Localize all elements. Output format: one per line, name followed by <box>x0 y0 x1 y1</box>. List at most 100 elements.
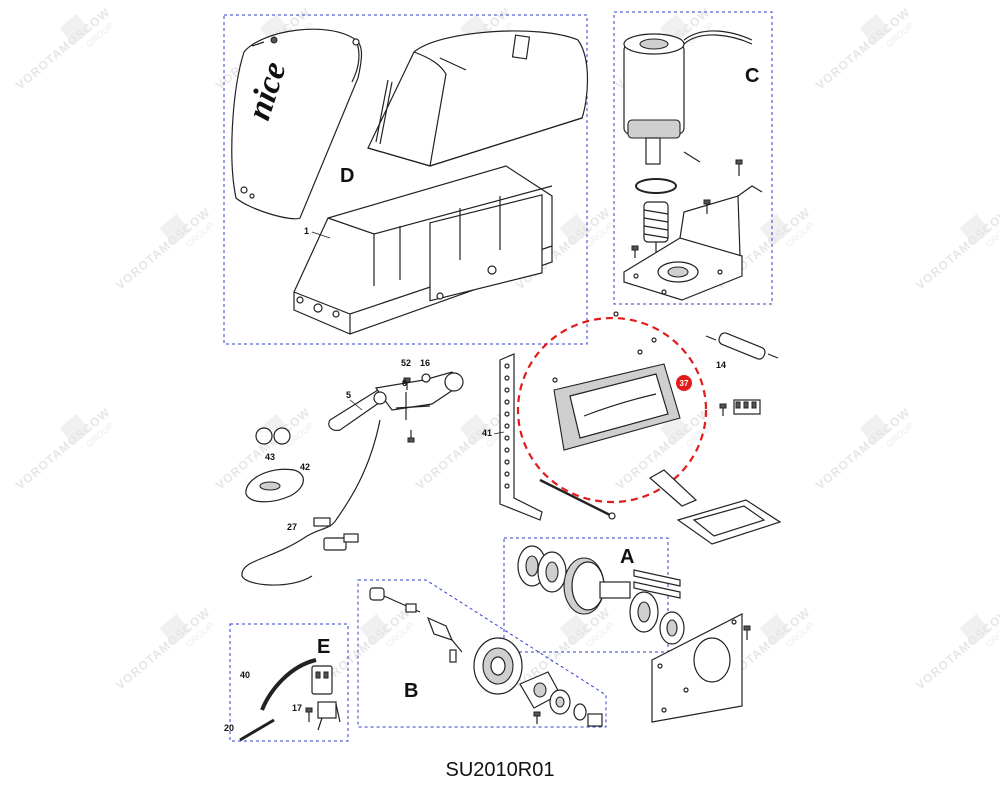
svg-text:VOROTAMOSCOW: VOROTAMOSCOW <box>513 605 613 692</box>
screw-hole <box>651 337 657 343</box>
part-number-6: 6 <box>402 378 407 388</box>
svg-text:VOROTAMOSCOW: VOROTAMOSCOW <box>913 605 1000 692</box>
top-housing-shell <box>367 30 589 167</box>
svg-text:VOROTAMOSCOW: VOROTAMOSCOW <box>813 405 913 492</box>
part-number-5: 5 <box>346 390 351 400</box>
svg-text:VOROTAMOSCOW: VOROTAMOSCOW <box>113 205 213 292</box>
perforated-mounting-bracket <box>499 353 543 521</box>
part-number-20: 20 <box>224 723 234 733</box>
electric-motor <box>623 30 753 165</box>
lock-cylinder-pair <box>255 427 291 445</box>
gearbox-housing-base <box>293 165 553 335</box>
bracket-hole <box>504 411 510 417</box>
group-box-e <box>229 623 349 742</box>
bracket-hole <box>504 375 510 381</box>
gasket-37 <box>553 363 681 451</box>
highlight-badge-37 <box>676 375 692 391</box>
worm-screw <box>643 201 669 252</box>
part-number-42: 42 <box>300 462 310 472</box>
screw <box>743 625 751 640</box>
release-cover-plate <box>245 468 304 503</box>
o-ring <box>635 178 677 194</box>
insulating-strip <box>648 469 698 507</box>
bracket-hole <box>504 435 510 441</box>
part-number-52: 52 <box>401 358 411 368</box>
group-label-c: C <box>745 65 759 87</box>
square-gasket <box>676 499 782 545</box>
svg-text:VOROTAMOSCOW: VOROTAMOSCOW <box>913 205 1000 292</box>
bracket-hole <box>504 471 510 477</box>
bracket-hole <box>504 483 510 489</box>
part-number-16: 16 <box>420 358 430 368</box>
bracket-hole <box>504 459 510 465</box>
cable-sheath-fittings <box>241 517 359 586</box>
part-number-37: 37 <box>680 379 689 388</box>
diagram-code: SU2010R01 <box>445 759 555 781</box>
key-strips <box>633 569 681 599</box>
part-number-14: 14 <box>716 360 726 370</box>
bracket-hole <box>504 399 510 405</box>
screw-hole <box>613 311 619 317</box>
release-lever-assembly <box>328 371 464 431</box>
group-label-d: D <box>340 165 354 187</box>
screw <box>403 377 411 390</box>
svg-text:VOROTAMOSCOW: VOROTAMOSCOW <box>13 5 113 92</box>
washer-and-bushing <box>549 689 603 727</box>
pin <box>683 151 701 163</box>
gear-shaft-assembly <box>517 545 685 645</box>
part-number-41: 41 <box>482 428 492 438</box>
part-number-40: 40 <box>240 670 250 680</box>
bracket-hole <box>504 387 510 393</box>
bracket-hole <box>504 363 510 369</box>
group-box-a <box>503 537 669 653</box>
screw-hole <box>637 349 643 355</box>
screw <box>305 707 313 722</box>
cover-with-logo <box>231 28 363 220</box>
long-bolt <box>539 478 616 520</box>
svg-text:VOROTAMOSCOW: VOROTAMOSCOW <box>13 405 113 492</box>
svg-text:VOROTAMOSCOW: VOROTAMOSCOW <box>413 405 513 492</box>
screw <box>631 245 639 258</box>
release-cable <box>335 419 381 521</box>
bracket-hole <box>504 447 510 453</box>
group-box-b <box>357 579 607 728</box>
threaded-rod <box>239 718 275 742</box>
screw <box>719 403 727 416</box>
part-number-1: 1 <box>304 226 309 236</box>
group-box-d <box>223 14 588 345</box>
drive-shaft-assembly <box>369 587 463 663</box>
highlight-circle-part-37 <box>516 316 708 504</box>
screw <box>703 199 711 214</box>
group-label-a: A <box>620 546 634 568</box>
large-gear <box>473 637 523 695</box>
group-label-b: B <box>404 680 418 702</box>
part-number-27: 27 <box>287 522 297 532</box>
nut <box>421 373 431 383</box>
output-flange-plate <box>651 613 743 723</box>
screw <box>533 711 541 724</box>
part-number-43: 43 <box>265 452 275 462</box>
bracket-hole <box>504 423 510 429</box>
group-box-c <box>613 11 773 305</box>
motor-mounting-bracket <box>623 185 763 301</box>
microswitch <box>317 701 341 731</box>
svg-text:VOROTAMOSCOW: VOROTAMOSCOW <box>113 605 213 692</box>
wiring-harness <box>260 658 333 711</box>
group-label-e: E <box>317 636 330 658</box>
screw <box>407 430 415 443</box>
svg-text:VOROTAMOSCOW: VOROTAMOSCOW <box>813 5 913 92</box>
screw-hole <box>552 377 558 383</box>
part-number-17: 17 <box>292 703 302 713</box>
screw <box>735 159 743 176</box>
capacitor-cylinder <box>705 332 779 360</box>
